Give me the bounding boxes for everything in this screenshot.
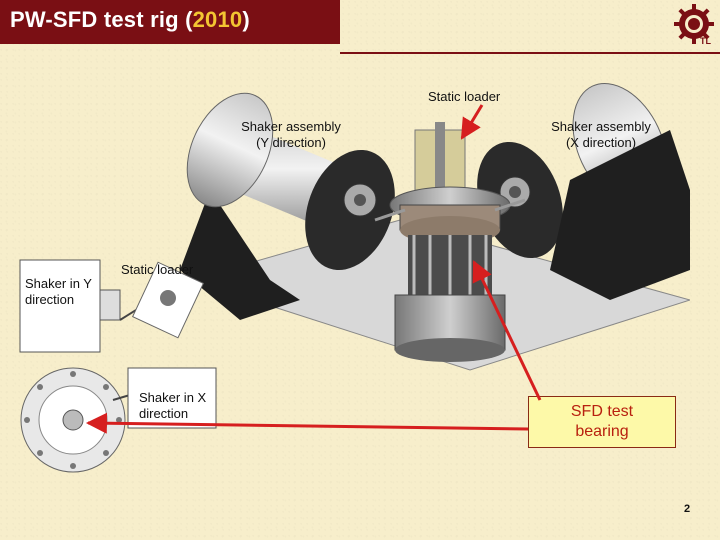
shaker-y-inset (19, 259, 205, 353)
shaker-assembly-x-line2: (X direction) (565, 135, 637, 150)
static-loader-top-label: Static loader (428, 89, 501, 104)
arrow-static-loader (460, 104, 484, 140)
shaker-in-y-label: Shaker in Y direction (25, 276, 92, 308)
shaker-assembly-x-line1: Shaker assembly (551, 119, 651, 134)
sfd-test-bearing-callout: SFD test bearing (528, 396, 676, 448)
bearing-bottom-inset (20, 367, 199, 473)
sfd-line1: SFD test (570, 403, 634, 420)
title-divider (340, 52, 720, 54)
arrow-sfd-up (472, 260, 542, 401)
slide-title: PW-SFD test rig (2010) (0, 0, 340, 44)
gear-logo-icon: TL (674, 4, 714, 46)
shaker-assembly-y-line2: (Y direction) (256, 135, 326, 150)
title-close: ) (242, 7, 250, 32)
title-year: 2010 (192, 7, 243, 32)
shaker-assembly-y-label: Shaker assembly (Y direction) (228, 119, 354, 151)
logo-text: TL (700, 36, 711, 46)
shaker-assembly-y-line1: Shaker assembly (241, 119, 341, 134)
arrow-sfd-left (85, 412, 529, 434)
title-text: PW-SFD test rig ( (10, 7, 193, 32)
test-rig-render (180, 82, 690, 371)
sfd-line2: bearing (575, 423, 629, 440)
shaker-in-y-line1: Shaker in Y (25, 276, 92, 291)
shaker-assembly-x-label: Shaker assembly (X direction) (538, 119, 664, 151)
shaker-in-x-label: Shaker in X direction (139, 390, 206, 422)
shaker-in-y-line2: direction (25, 292, 75, 307)
page-number: 2 (684, 503, 691, 515)
shaker-in-x-line1: Shaker in X (139, 390, 207, 405)
static-loader-left-label: Static loader (121, 262, 194, 277)
shaker-x-inset (127, 367, 217, 429)
shaker-in-x-line2: direction (139, 406, 189, 421)
